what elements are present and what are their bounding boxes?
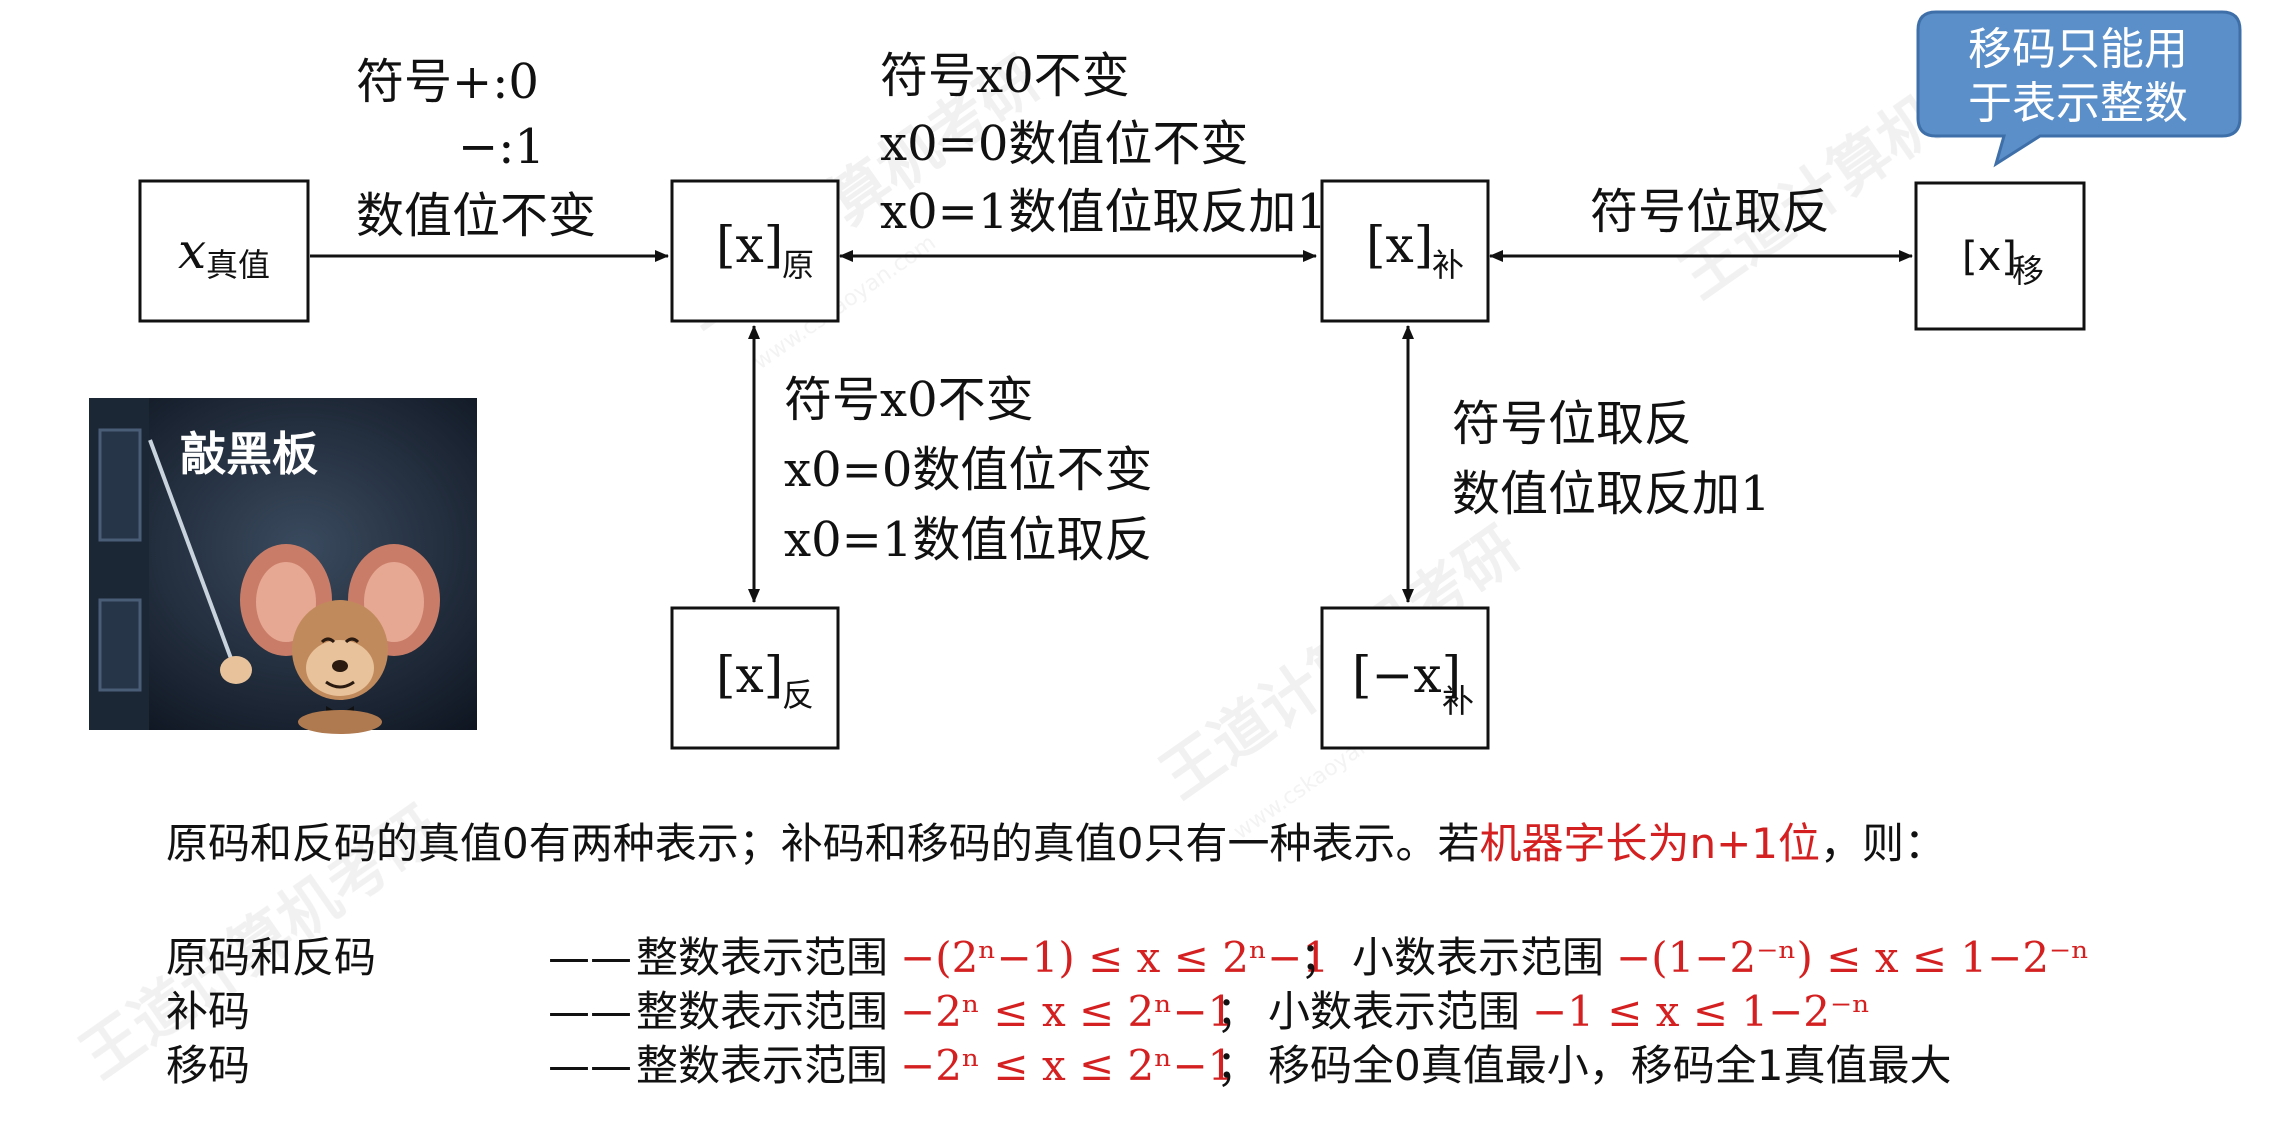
svg-text:数值位不变: 数值位不变 xyxy=(356,188,596,244)
svg-text:——: —— xyxy=(548,933,632,982)
svg-text:补码: 补码 xyxy=(166,987,250,1036)
svg-text:敲黑板: 敲黑板 xyxy=(180,427,318,481)
svg-text:原: 原 xyxy=(782,246,814,284)
svg-text:移码全0真值最小，移码全1真值最大: 移码全0真值最小，移码全1真值最大 xyxy=(1268,1041,1951,1090)
svg-text:−2ⁿ ≤ x ≤ 2ⁿ−1: −2ⁿ ≤ x ≤ 2ⁿ−1 xyxy=(900,987,1234,1036)
range-row-biased: 移码 —— 整数表示范围 −2ⁿ ≤ x ≤ 2ⁿ−1 ； 移码全0真值最小，移… xyxy=(166,1041,1951,1090)
svg-text:——: —— xyxy=(548,987,632,1036)
range-row-sign-ones: 原码和反码 —— 整数表示范围 −(2ⁿ−1) ≤ x ≤ 2ⁿ−1 ； 小数表… xyxy=(166,933,2089,982)
summary-sentence: 原码和反码的真值0有两种表示；补码和移码的真值0只有一种表示。若机器字长为n+1… xyxy=(166,819,1946,868)
svg-text:；: ； xyxy=(1216,1041,1258,1090)
svg-text:x0=0数值位不变: x0=0数值位不变 xyxy=(880,116,1248,172)
svg-text:数值位取反加1: 数值位取反加1 xyxy=(1452,466,1771,522)
svg-text:补: 补 xyxy=(1432,246,1464,284)
svg-text:符号x0不变: 符号x0不变 xyxy=(784,372,1034,428)
range-row-twos: 补码 —— 整数表示范围 −2ⁿ ≤ x ≤ 2ⁿ−1 ； 小数表示范围 −1 … xyxy=(166,987,1870,1036)
node-biased: [x] 移 xyxy=(1914,181,2086,331)
node-twos-complement: [x] 补 xyxy=(1320,179,1490,323)
svg-text:——: —— xyxy=(548,1041,632,1090)
svg-text:符号位取反: 符号位取反 xyxy=(1452,396,1692,452)
svg-text:符号x0不变: 符号x0不变 xyxy=(880,48,1130,104)
svg-text:[x]: [x] xyxy=(1962,234,2017,280)
svg-text:−(1−2⁻ⁿ) ≤ x ≤ 1−2⁻ⁿ: −(1−2⁻ⁿ) ≤ x ≤ 1−2⁻ⁿ xyxy=(1616,933,2089,982)
svg-text:−(2ⁿ−1) ≤ x ≤ 2ⁿ−1: −(2ⁿ−1) ≤ x ≤ 2ⁿ−1 xyxy=(900,933,1329,982)
svg-text:真值: 真值 xyxy=(206,246,270,284)
svg-text:整数表示范围: 整数表示范围 xyxy=(636,987,888,1036)
svg-text:于表示整数: 于表示整数 xyxy=(1968,78,2188,129)
label-complement-to-biased: 符号位取反 xyxy=(1590,184,1830,240)
label-true-to-sign: 符号+:0 −:1 数值位不变 xyxy=(356,54,596,244)
svg-text:[−x]: [−x] xyxy=(1352,646,1461,704)
node-sign-magnitude: [x] 原 xyxy=(670,179,840,323)
blackboard-sticker: 敲黑板 xyxy=(89,398,477,734)
svg-text:小数表示范围: 小数表示范围 xyxy=(1268,987,1520,1036)
svg-text:x0=1数值位取反: x0=1数值位取反 xyxy=(784,512,1152,568)
svg-text:整数表示范围: 整数表示范围 xyxy=(636,933,888,982)
svg-text:反: 反 xyxy=(782,676,814,714)
svg-text:整数表示范围: 整数表示范围 xyxy=(636,1041,888,1090)
svg-text:−2ⁿ ≤ x ≤ 2ⁿ−1: −2ⁿ ≤ x ≤ 2ⁿ−1 xyxy=(900,1041,1234,1090)
callout-bubble: 移码只能用 于表示整数 xyxy=(1916,10,2242,168)
node-neg-complement: [−x] 补 xyxy=(1320,606,1490,750)
label-complement-to-neg: 符号位取反 数值位取反加1 xyxy=(1452,396,1771,522)
label-sign-to-complement: 符号x0不变 x0=0数值位不变 x0=1数值位取反加1 xyxy=(880,48,1327,240)
svg-text:；: ； xyxy=(1216,987,1258,1036)
svg-text:移码只能用: 移码只能用 xyxy=(1968,24,2188,75)
svg-text:；: ； xyxy=(1300,933,1342,982)
svg-text:x: x xyxy=(178,222,206,280)
svg-text:补: 补 xyxy=(1442,682,1474,720)
svg-text:[x]: [x] xyxy=(1366,216,1433,274)
svg-text:[x]: [x] xyxy=(716,216,783,274)
svg-text:移码: 移码 xyxy=(166,1041,250,1090)
svg-text:移: 移 xyxy=(2012,252,2044,290)
svg-text:−1 ≤ x ≤ 1−2⁻ⁿ: −1 ≤ x ≤ 1−2⁻ⁿ xyxy=(1532,987,1870,1036)
svg-text:符号+:0: 符号+:0 xyxy=(356,54,539,110)
label-sign-to-ones: 符号x0不变 x0=0数值位不变 x0=1数值位取反 xyxy=(784,372,1152,568)
svg-text:[x]: [x] xyxy=(716,646,783,704)
node-ones-complement: [x] 反 xyxy=(670,606,840,750)
svg-text:原码和反码: 原码和反码 xyxy=(166,933,376,982)
svg-text:x0=1数值位取反加1: x0=1数值位取反加1 xyxy=(880,184,1327,240)
svg-text:小数表示范围: 小数表示范围 xyxy=(1352,933,1604,982)
node-true-value: x 真值 xyxy=(138,179,310,323)
svg-text:x0=0数值位不变: x0=0数值位不变 xyxy=(784,442,1152,498)
svg-text:−:1: −:1 xyxy=(458,119,545,175)
svg-text:符号位取反: 符号位取反 xyxy=(1590,184,1830,240)
